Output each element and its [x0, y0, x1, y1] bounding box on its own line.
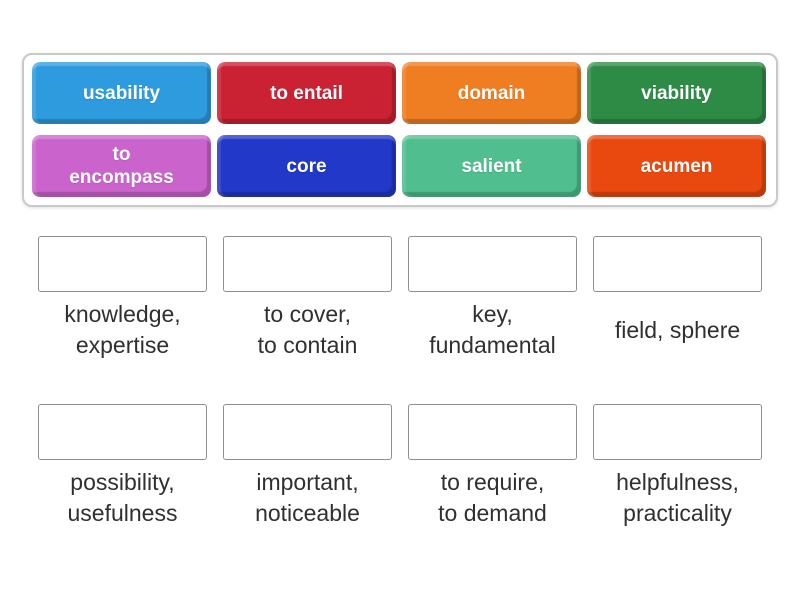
word-tile-core[interactable]: core [217, 135, 396, 197]
definition-text: helpfulness, practicality [616, 469, 739, 526]
match-cell-field-sphere: field, sphere [593, 236, 762, 362]
match-row-1: knowledge, expertise to cover, to contai… [38, 236, 762, 362]
match-cell-important-noticeable: important, noticeable [223, 404, 392, 530]
drop-zone[interactable] [223, 236, 392, 292]
definition-text: to cover, to contain [257, 301, 358, 358]
word-tile-to-encompass[interactable]: to encompass [32, 135, 211, 197]
drop-zone[interactable] [223, 404, 392, 460]
word-tile-label: acumen [640, 155, 713, 177]
definition-text: key, fundamental [429, 301, 556, 358]
drop-zone[interactable] [38, 404, 207, 460]
word-tile-label: salient [461, 155, 522, 177]
word-tile-label: encompass [69, 167, 174, 188]
drop-zone[interactable] [38, 236, 207, 292]
word-tile-label: usability [82, 82, 161, 104]
word-tile-label: viability [641, 82, 712, 104]
definition-text: knowledge, expertise [64, 301, 181, 358]
word-tile-usability[interactable]: usability [32, 62, 211, 124]
definition-text: to require, to demand [438, 469, 547, 526]
word-tile-to-entail[interactable]: to entail [217, 62, 396, 124]
drop-zone[interactable] [408, 236, 577, 292]
match-cell-knowledge-expertise: knowledge, expertise [38, 236, 207, 362]
match-cell-to-cover-to-contain: to cover, to contain [223, 236, 392, 362]
definition-text: possibility, usefulness [67, 469, 178, 526]
word-tile-acumen[interactable]: acumen [587, 135, 766, 197]
drop-zone[interactable] [593, 236, 762, 292]
word-tile-label: to [112, 144, 131, 165]
match-cell-possibility-usefulness: possibility, usefulness [38, 404, 207, 530]
match-cell-helpfulness-practicality: helpfulness, practicality [593, 404, 762, 530]
definition-text: field, sphere [614, 316, 741, 343]
definition-text: important, noticeable [255, 469, 360, 526]
match-row-2: possibility, usefulness important, notic… [38, 404, 762, 530]
word-tile-label: to entail [270, 82, 343, 104]
match-cell-key-fundamental: key, fundamental [408, 236, 577, 362]
match-cell-to-require-to-demand: to require, to demand [408, 404, 577, 530]
word-tile-tray: usability to entail domain viability to … [22, 53, 778, 207]
word-tile-label: core [286, 155, 327, 177]
word-tile-viability[interactable]: viability [587, 62, 766, 124]
drop-zone[interactable] [408, 404, 577, 460]
word-tile-salient[interactable]: salient [402, 135, 581, 197]
word-tile-domain[interactable]: domain [402, 62, 581, 124]
drop-zone[interactable] [593, 404, 762, 460]
word-tile-label: domain [457, 82, 526, 104]
